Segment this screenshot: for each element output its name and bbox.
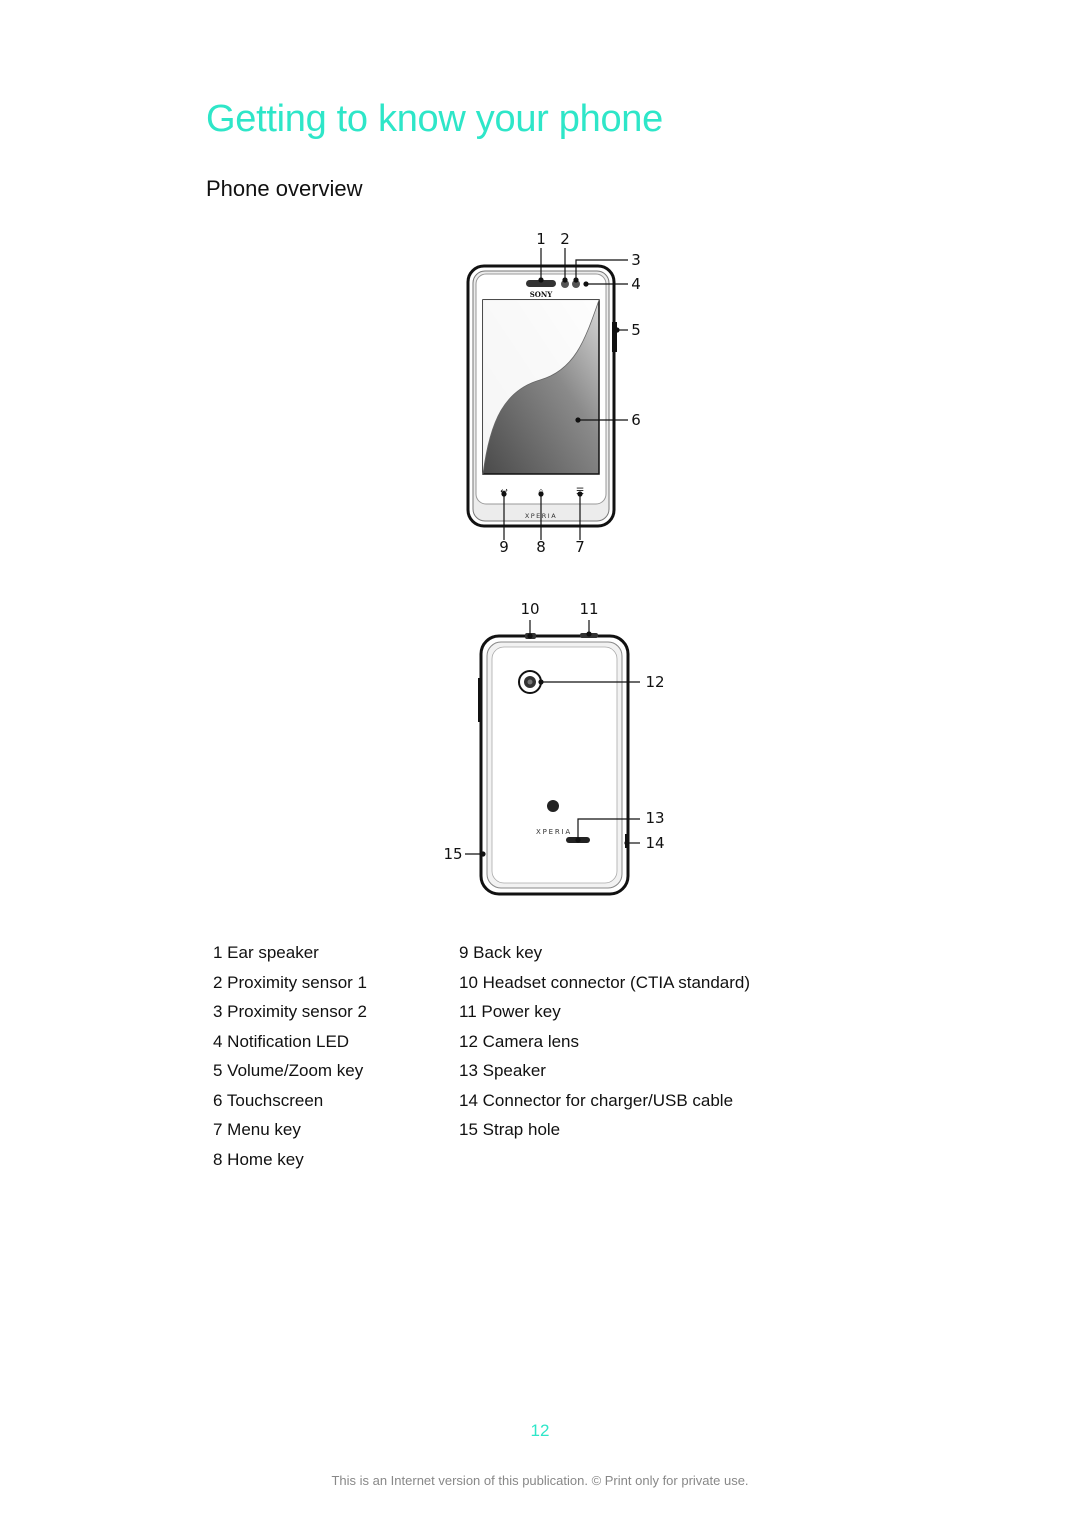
volume-key-shape bbox=[612, 322, 617, 352]
callout-13: 13 bbox=[645, 809, 664, 827]
front-brand-logo: SONY bbox=[530, 290, 554, 299]
legend-left-column: 1 Ear speaker 2 Proximity sensor 1 3 Pro… bbox=[213, 938, 367, 1174]
legend-item: 7 Menu key bbox=[213, 1120, 301, 1139]
callout-10: 10 bbox=[520, 600, 539, 618]
callout-1: 1 bbox=[536, 230, 546, 248]
callout-7: 7 bbox=[575, 538, 585, 556]
callout-9: 9 bbox=[499, 538, 509, 556]
ear-speaker-shape bbox=[526, 280, 556, 287]
home-key-icon: ⌂ bbox=[538, 486, 543, 496]
page-title: Getting to know your phone bbox=[206, 98, 663, 140]
callout-5: 5 bbox=[631, 321, 641, 339]
legend-item: 15 Strap hole bbox=[459, 1120, 561, 1139]
legend-item: 10 Headset connector (CTIA standard) bbox=[459, 972, 751, 992]
callout-6: 6 bbox=[631, 411, 641, 429]
legend-item: 5 Volume/Zoom key bbox=[213, 1061, 364, 1080]
callout-11: 11 bbox=[579, 600, 598, 618]
callout-8: 8 bbox=[536, 538, 546, 556]
callout-12: 12 bbox=[645, 673, 664, 691]
callout-2: 2 bbox=[560, 230, 570, 248]
legend-item: 12 Camera lens bbox=[459, 1031, 580, 1051]
phone-front-view: SONY ↩ ⌂ ☰ XPERIA 1 2 3 4 5 6 7 8 9 bbox=[466, 230, 641, 556]
front-model-logo: XPERIA bbox=[525, 512, 557, 520]
section-title: Phone overview bbox=[206, 176, 363, 201]
legend-item: 4 Notification LED bbox=[213, 1031, 350, 1051]
legend-item: 2 Proximity sensor 1 bbox=[213, 972, 367, 992]
proximity-sensor-1-shape bbox=[561, 280, 569, 288]
callout-3: 3 bbox=[631, 251, 641, 269]
legend-item: 9 Back key bbox=[459, 943, 543, 962]
phone-overview-figure: SONY ↩ ⌂ ☰ XPERIA 1 2 3 4 5 6 7 8 9 bbox=[443, 230, 665, 896]
phone-back-view: XPERIA 10 11 12 13 14 15 bbox=[443, 600, 665, 896]
back-key-icon: ↩ bbox=[500, 486, 508, 496]
legend-item: 14 Connector for charger/USB cable bbox=[459, 1090, 734, 1110]
callout-14: 14 bbox=[645, 834, 664, 852]
legend-item: 13 Speaker bbox=[459, 1061, 546, 1080]
brand-emblem-icon bbox=[547, 800, 559, 812]
callout-4: 4 bbox=[631, 275, 641, 293]
legend-item: 6 Touchscreen bbox=[213, 1090, 324, 1110]
legend-item: 3 Proximity sensor 2 bbox=[213, 1002, 367, 1021]
legend-item: 1 Ear speaker bbox=[213, 943, 319, 962]
legend-right-column: 9 Back key 10 Headset connector (CTIA st… bbox=[459, 938, 750, 1145]
footer-note: This is an Internet version of this publ… bbox=[331, 1473, 749, 1488]
legend-item: 11 Power key bbox=[459, 1002, 561, 1021]
legend-item: 8 Home key bbox=[213, 1149, 304, 1169]
menu-key-icon: ☰ bbox=[576, 486, 584, 496]
page-number: 12 bbox=[530, 1421, 550, 1440]
back-model-logo: XPERIA bbox=[536, 828, 572, 836]
callout-15: 15 bbox=[443, 845, 462, 863]
proximity-sensor-2-shape bbox=[572, 280, 580, 288]
